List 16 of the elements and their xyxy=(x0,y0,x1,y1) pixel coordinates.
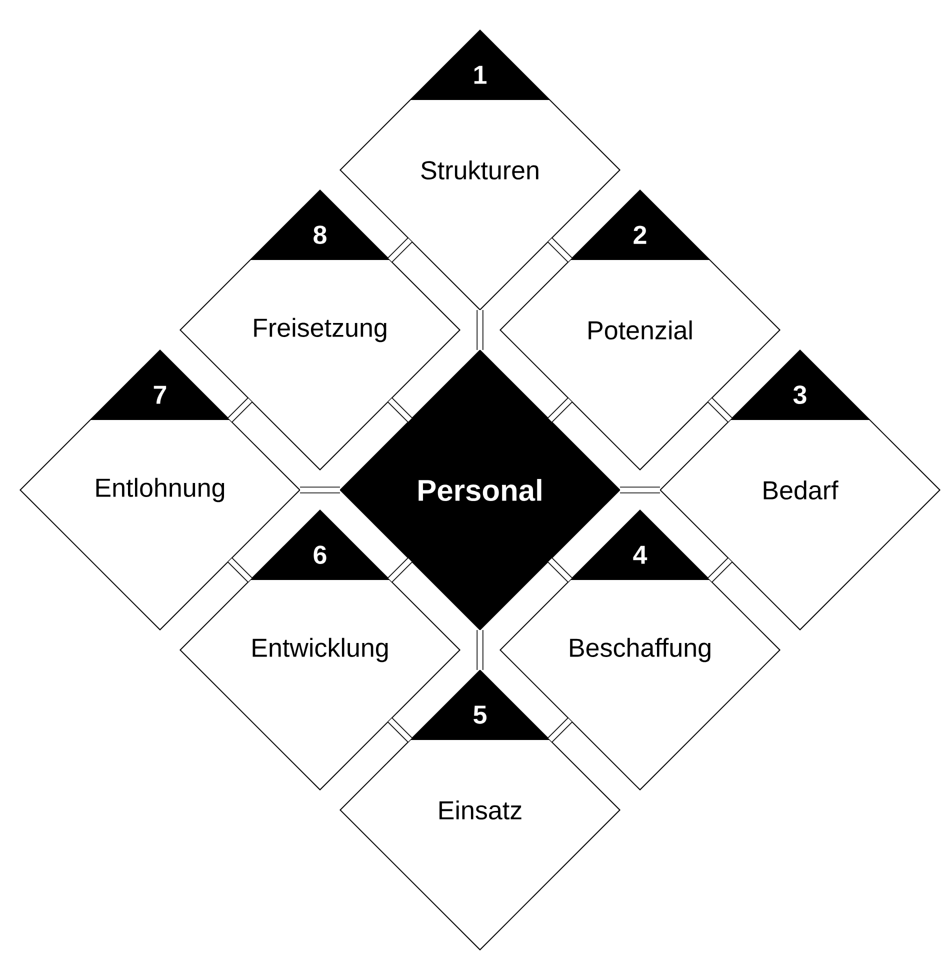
bridge-connector xyxy=(228,558,252,582)
bridge-connector xyxy=(548,238,572,262)
bridge-connector xyxy=(548,718,572,742)
bridge-connector xyxy=(388,398,412,422)
bridge-connector xyxy=(548,398,572,422)
bridge-connector xyxy=(708,558,732,582)
bridge-connector xyxy=(388,718,412,742)
bridge-connector xyxy=(388,558,412,582)
bridge-connector xyxy=(300,486,340,494)
bridge-connector xyxy=(476,310,484,350)
bridge-connector xyxy=(228,398,252,422)
bridge-connector xyxy=(620,486,660,494)
bridge-connector xyxy=(548,558,572,582)
bridge-connector xyxy=(388,238,412,262)
bridge-connector xyxy=(476,630,484,670)
bridge-connector xyxy=(708,398,732,422)
